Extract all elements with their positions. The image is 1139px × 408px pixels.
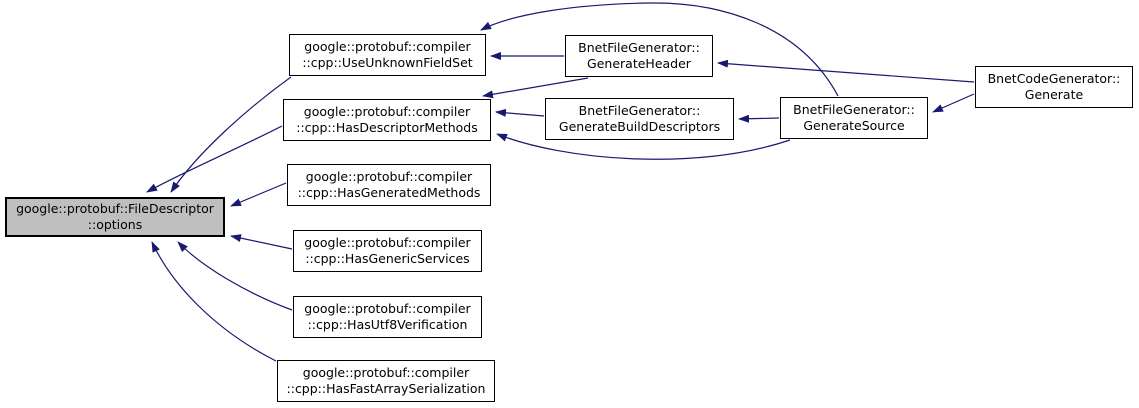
node-label-line: ::options bbox=[87, 217, 143, 232]
node-label-line: BnetFileGenerator:: bbox=[578, 40, 700, 55]
node-label-line: ::cpp::HasFastArraySerialization bbox=[286, 381, 486, 396]
node-label-line: GenerateHeader bbox=[587, 56, 691, 71]
node-label-line: ::cpp::HasDescriptorMethods bbox=[296, 120, 478, 135]
edge-generate-source-to-has-descriptor-methods bbox=[496, 133, 791, 160]
node-has-generated-methods[interactable]: google::protobuf::compiler::cpp::HasGene… bbox=[287, 164, 491, 206]
node-label-line: BnetFileGenerator:: bbox=[578, 103, 701, 118]
node-label-line: ::cpp::HasGeneratedMethods bbox=[297, 185, 481, 200]
edge-generate-to-generate-header bbox=[717, 59, 975, 83]
node-label-line: BnetFileGenerator:: bbox=[793, 102, 915, 117]
node-label-line: google::protobuf::FileDescriptor bbox=[16, 201, 214, 216]
edge-has-fast-array-serialization-to-options bbox=[151, 241, 277, 362]
edge-has-descriptor-methods-to-options bbox=[146, 125, 283, 193]
node-label-line: google::protobuf::compiler bbox=[303, 104, 471, 119]
node-generate-source[interactable]: BnetFileGenerator::GenerateSource bbox=[780, 97, 928, 139]
node-label-line: BnetCodeGenerator:: bbox=[987, 71, 1121, 86]
node-label-line: google::protobuf::compiler bbox=[304, 301, 471, 316]
edge-generate-to-generate-source bbox=[932, 93, 975, 113]
node-has-generic-services[interactable]: google::protobuf::compiler::cpp::HasGene… bbox=[293, 230, 482, 272]
node-label-line: ::cpp::UseUnknownFieldSet bbox=[302, 55, 473, 70]
edge-generate-header-to-has-descriptor-methods bbox=[482, 77, 589, 99]
edges-group bbox=[146, 2, 975, 362]
edge-generate-source-to-use-unknown-field-set bbox=[480, 2, 839, 97]
node-label-line: google::protobuf::compiler bbox=[304, 39, 471, 54]
node-has-fast-array-serialization[interactable]: google::protobuf::compiler::cpp::HasFast… bbox=[277, 360, 495, 402]
edge-use-unknown-field-set-to-options bbox=[170, 76, 292, 193]
node-generate-header[interactable]: BnetFileGenerator::GenerateHeader bbox=[565, 35, 713, 77]
node-label-line: google::protobuf::compiler bbox=[304, 235, 471, 250]
node-label-line: GenerateBuildDescriptors bbox=[558, 119, 721, 134]
node-label-line: google::protobuf::compiler bbox=[305, 169, 473, 184]
node-use-unknown-field-set[interactable]: google::protobuf::compiler::cpp::UseUnkn… bbox=[289, 34, 486, 76]
edge-has-generic-services-to-options bbox=[230, 234, 293, 250]
edge-generate-source-to-generate-build-descriptors bbox=[738, 114, 780, 123]
edge-generate-build-descriptors-to-has-descriptor-methods bbox=[495, 108, 545, 117]
edge-has-generated-methods-to-options bbox=[230, 182, 287, 207]
node-has-descriptor-methods[interactable]: google::protobuf::compiler::cpp::HasDesc… bbox=[283, 99, 491, 141]
node-has-utf8-verification[interactable]: google::protobuf::compiler::cpp::HasUtf8… bbox=[293, 296, 482, 338]
edge-has-utf8-verification-to-options bbox=[177, 241, 293, 311]
node-generate-build-descriptors[interactable]: BnetFileGenerator::GenerateBuildDescript… bbox=[545, 98, 734, 140]
node-label-line: GenerateSource bbox=[803, 118, 905, 133]
node-generate[interactable]: BnetCodeGenerator::Generate bbox=[975, 66, 1133, 108]
node-label-line: Generate bbox=[1024, 87, 1084, 102]
node-options: google::protobuf::FileDescriptor::option… bbox=[5, 197, 225, 237]
node-label-line: ::cpp::HasUtf8Verification bbox=[307, 317, 468, 332]
node-label-line: ::cpp::HasGenericServices bbox=[305, 251, 470, 266]
node-label-line: google::protobuf::compiler bbox=[302, 365, 470, 380]
